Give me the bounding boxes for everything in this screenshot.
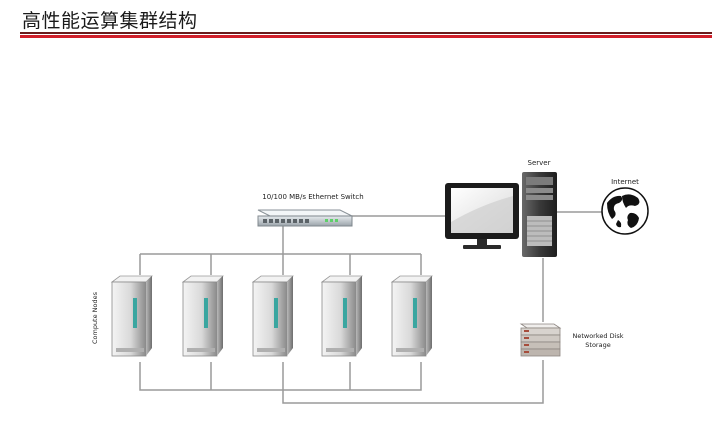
title-rule-red (20, 35, 712, 38)
storage-label-line2: Storage (585, 341, 610, 349)
switch-icon (257, 209, 353, 227)
compute-nodes-label: Compute Nodes (91, 291, 99, 344)
compute-node-icon (181, 275, 224, 357)
disk-storage-icon (519, 323, 562, 357)
compute-node-icon (110, 275, 153, 357)
storage-label-line1: Networked Disk (572, 332, 623, 340)
title-rule-dark (20, 32, 712, 34)
globe-icon (601, 187, 649, 235)
storage-return-line (282, 360, 544, 404)
server-tower-icon (522, 172, 557, 257)
compute-nodes (110, 275, 433, 357)
compute-node-icon (390, 275, 433, 357)
redaction-patch-top-right (563, 0, 712, 22)
server-label: Server (528, 159, 551, 167)
compute-node-icon (251, 275, 294, 357)
node-bus-bottom (139, 362, 422, 391)
node-drop-lines (139, 254, 422, 275)
monitor-icon (445, 183, 519, 249)
slide-title: 高性能运算集群结构 (22, 10, 198, 32)
redaction-patch-left (90, 199, 245, 221)
connection-lines (139, 211, 602, 404)
compute-node-icon (320, 275, 363, 357)
internet-label: Internet (611, 178, 639, 186)
switch-label: 10/100 MB/s Ethernet Switch (262, 193, 363, 201)
